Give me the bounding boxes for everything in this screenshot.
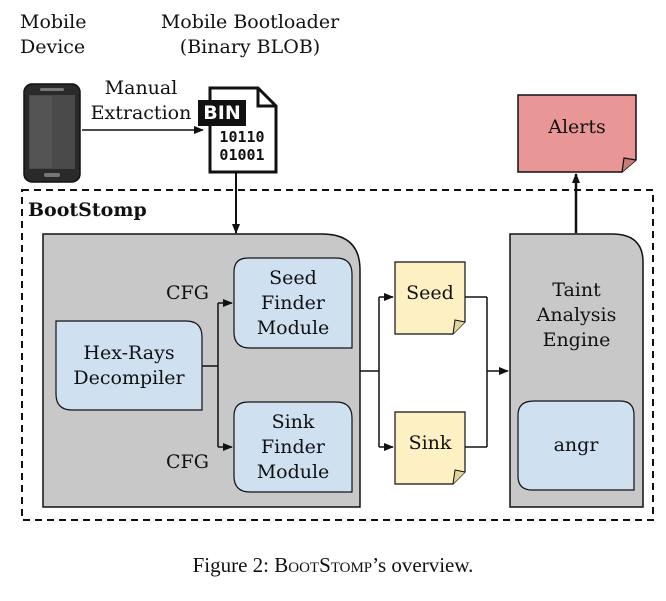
angr-label: angr (553, 434, 599, 456)
manual-extraction-line1: Manual (104, 77, 178, 99)
bootstomp-title: BootStomp (26, 198, 149, 222)
mobile-device-label-line1: Mobile (20, 11, 87, 33)
caption-prefix: Figure 2: (192, 553, 275, 577)
manual-extraction-label: Manual Extraction (86, 76, 196, 126)
alerts-label: Alerts (548, 116, 606, 138)
seed-sink-connectors (360, 293, 394, 451)
cfg-label-bottom: CFG (166, 451, 209, 473)
caption-suffix: ’s overview. (372, 553, 474, 577)
angr-box (517, 400, 635, 491)
cfg-label-top: CFG (166, 282, 209, 304)
mobile-device-label: Mobile Device (20, 10, 86, 60)
hexrays-label-line2: Decompiler (73, 366, 185, 389)
bin-bits-line1: 10110 (219, 128, 265, 146)
bootstomp-frame (21, 189, 654, 521)
manual-extraction-line2: Extraction (90, 102, 192, 124)
bin-bits: 10110 01001 (216, 128, 268, 164)
mobile-phone-icon (23, 83, 81, 183)
mobile-device-label-line2: Device (20, 36, 86, 58)
figure-caption: Figure 2: BootStomp’s overview. (0, 553, 666, 578)
taint-engine-line2: Analysis (536, 303, 617, 326)
bin-bits-line2: 01001 (219, 146, 265, 164)
sink-finder-line2: Finder (261, 435, 325, 458)
sink-note-label: Sink (408, 431, 452, 454)
bootloader-label-line2: (Binary BLOB) (179, 36, 321, 58)
seed-finder-line1: Seed (269, 266, 317, 289)
caption-name: BootStomp (274, 553, 373, 577)
sink-finder-line1: Sink (271, 410, 315, 433)
seed-note-label: Seed (406, 281, 454, 304)
bootloader-label-line1: Mobile Bootloader (160, 11, 340, 33)
seed-finder-line3: Module (256, 316, 330, 339)
taint-engine-line3: Engine (542, 328, 611, 351)
binary-file-icon (198, 86, 278, 174)
cfg-connectors (202, 299, 233, 451)
bootloader-label: Mobile Bootloader (Binary BLOB) (150, 10, 350, 60)
hexrays-label: Hex-Rays Decompiler (56, 321, 202, 410)
seed-finder-box (233, 257, 353, 349)
sink-finder-box (233, 401, 353, 493)
hexrays-label-line1: Hex-Rays (83, 341, 175, 364)
seed-finder-label: Seed Finder Module (234, 258, 352, 348)
bin-badge-label: BIN (203, 102, 241, 124)
sink-finder-line3: Module (256, 460, 330, 483)
sink-finder-label: Sink Finder Module (234, 402, 352, 492)
hexrays-box (55, 320, 203, 411)
seed-finder-line2: Finder (261, 291, 325, 314)
engine-connectors (465, 296, 509, 448)
taint-engine-line1: Taint (552, 278, 601, 301)
taint-engine-label: Taint Analysis Engine (510, 272, 643, 358)
